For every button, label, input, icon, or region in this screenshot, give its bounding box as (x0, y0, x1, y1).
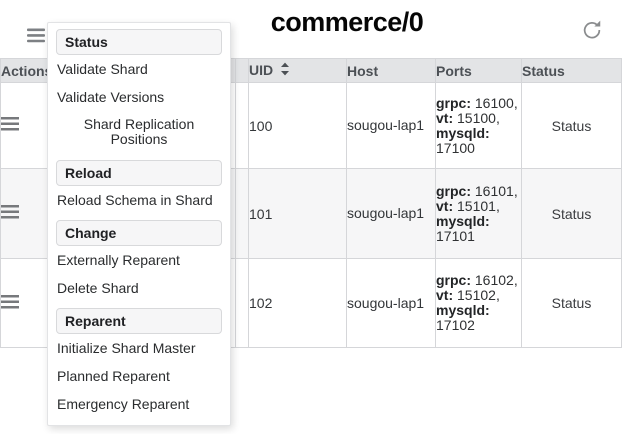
menu-button[interactable] (27, 28, 45, 43)
hamburger-icon (1, 294, 19, 312)
sort-icon (280, 62, 290, 79)
menu-section-change: Change (56, 220, 222, 246)
menu-item-emergency-reparent[interactable]: Emergency Reparent (57, 396, 190, 412)
column-header-ports: Ports (435, 58, 522, 83)
uid-cell: 100 (248, 82, 347, 169)
menu-item-planned-reparent[interactable]: Planned Reparent (57, 368, 170, 384)
row-actions-button[interactable] (1, 205, 19, 219)
uid-cell: 102 (248, 258, 347, 348)
hidden-cell (235, 82, 249, 169)
ports-cell: grpc: 16102, vt: 15102, mysqld: 17102 (435, 258, 522, 348)
row-actions-button[interactable] (1, 294, 19, 312)
refresh-button[interactable] (581, 19, 603, 41)
hidden-cell (235, 258, 249, 348)
host-cell: sougou-lap1 (346, 258, 436, 348)
menu-item-externally-reparent[interactable]: Externally Reparent (57, 252, 180, 268)
status-cell: Status (521, 168, 622, 259)
refresh-icon (581, 20, 603, 44)
menu-item-validate-shard[interactable]: Validate Shard (57, 61, 148, 77)
menu-item-shard-replication-positions[interactable]: Shard Replication Positions (83, 116, 195, 147)
column-header-uid[interactable]: UID (248, 58, 347, 83)
menu-item-reload-schema-in-shard[interactable]: Reload Schema in Shard (57, 192, 213, 208)
column-header-hidden (235, 58, 249, 83)
column-header-status: Status (521, 58, 622, 83)
host-cell: sougou-lap1 (346, 168, 436, 259)
hamburger-icon (1, 205, 19, 222)
status-cell: Status (521, 258, 622, 348)
status-cell: Status (521, 82, 622, 169)
menu-section-reparent: Reparent (56, 308, 222, 334)
column-header-host: Host (346, 58, 436, 83)
ports-cell: grpc: 16100, vt: 15100, mysqld: 17100 (435, 82, 522, 169)
uid-cell: 101 (248, 168, 347, 259)
host-cell: sougou-lap1 (346, 82, 436, 169)
menu-item-initialize-shard-master[interactable]: Initialize Shard Master (57, 340, 196, 356)
hamburger-icon (27, 28, 45, 46)
menu-item-validate-versions[interactable]: Validate Versions (57, 89, 165, 105)
hidden-cell (235, 168, 249, 259)
menu-section-status: Status (56, 29, 222, 55)
menu-item-delete-shard[interactable]: Delete Shard (57, 280, 139, 296)
page-title: commerce/0 (270, 7, 424, 37)
hamburger-icon (1, 117, 19, 134)
row-actions-button[interactable] (1, 117, 19, 131)
menu-section-reload: Reload (56, 160, 222, 186)
shard-actions-menu: Status Validate Shard Validate Versions … (47, 22, 231, 426)
ports-cell: grpc: 16101, vt: 15101, mysqld: 17101 (435, 168, 522, 259)
